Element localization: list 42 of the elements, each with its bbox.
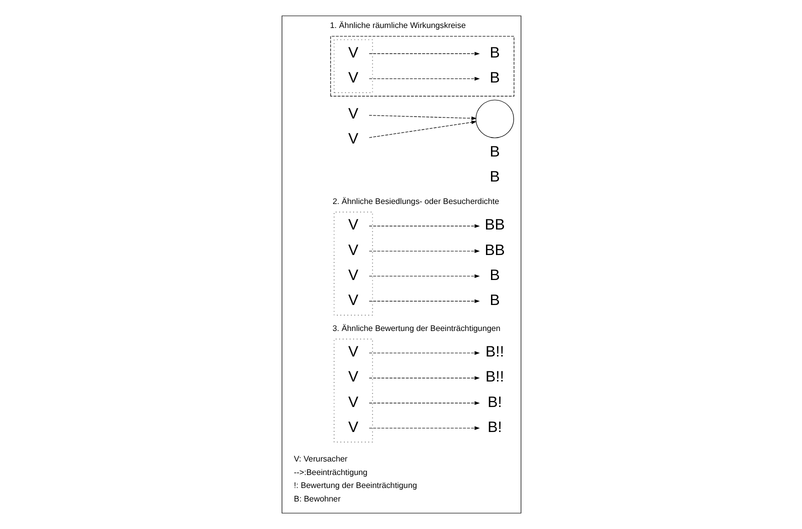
arrow bbox=[368, 120, 476, 138]
node-text: V bbox=[348, 216, 358, 234]
node-circle bbox=[475, 100, 514, 138]
node-text: B!! bbox=[485, 344, 504, 361]
arrow bbox=[368, 274, 480, 278]
node-text: V bbox=[348, 106, 358, 123]
node-text: V bbox=[348, 44, 358, 62]
node-text: V bbox=[348, 394, 358, 411]
node-text: B bbox=[489, 266, 500, 284]
node-text: V bbox=[348, 292, 358, 309]
node-text: V bbox=[348, 368, 358, 386]
node-text: V bbox=[348, 130, 358, 148]
cluster bbox=[333, 212, 372, 316]
arrow bbox=[368, 249, 480, 253]
arrow bbox=[368, 52, 480, 56]
arrow bbox=[368, 115, 476, 120]
node-text: V bbox=[348, 344, 358, 361]
arrow bbox=[368, 376, 480, 380]
arrow bbox=[368, 351, 480, 355]
arrow bbox=[368, 401, 480, 405]
node-text: V bbox=[348, 418, 358, 436]
node-text: B bbox=[489, 69, 500, 86]
node-text: B!! bbox=[485, 368, 504, 386]
node-text: B bbox=[489, 168, 500, 186]
node-text: B! bbox=[487, 418, 502, 436]
arrow bbox=[368, 299, 480, 304]
cluster bbox=[281, 16, 521, 514]
node-text: V bbox=[348, 266, 358, 284]
cluster bbox=[333, 338, 372, 442]
node-text: V bbox=[348, 69, 358, 86]
cluster bbox=[330, 36, 514, 96]
arrow bbox=[368, 224, 480, 228]
arrow bbox=[368, 426, 480, 430]
node-text: BB bbox=[484, 242, 504, 259]
node-text: B! bbox=[487, 394, 502, 411]
node-text: B bbox=[489, 292, 500, 309]
node-text: V bbox=[348, 242, 358, 259]
cluster bbox=[333, 39, 372, 94]
node-text: B bbox=[489, 44, 500, 62]
node-text: BB bbox=[484, 216, 504, 234]
node-text: B bbox=[489, 143, 500, 160]
arrow bbox=[368, 76, 480, 81]
